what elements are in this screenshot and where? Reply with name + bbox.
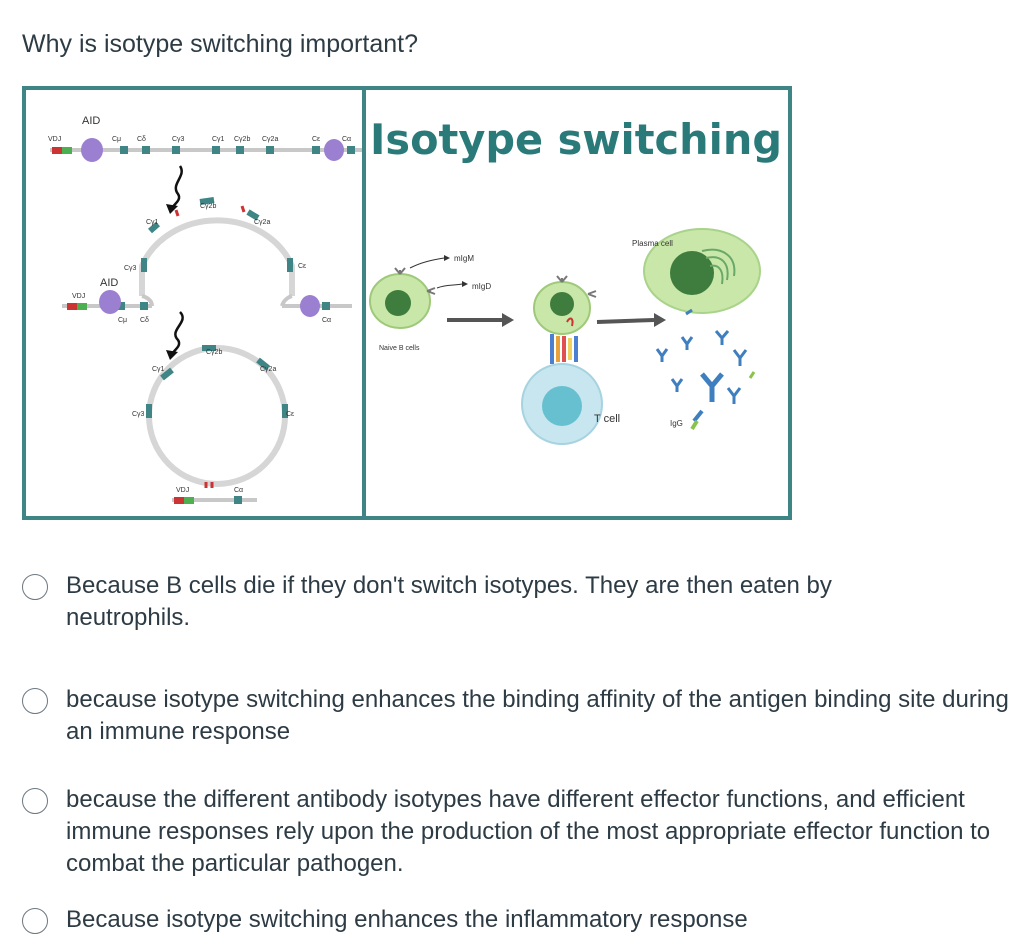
excision-loop bbox=[139, 217, 295, 296]
left-panel-frame bbox=[22, 86, 366, 520]
aid-enzyme-top bbox=[81, 138, 103, 162]
radio-button[interactable] bbox=[22, 788, 48, 814]
gene-label: Cγ1 bbox=[212, 136, 225, 143]
mid-gene-label: Cδ bbox=[140, 317, 149, 324]
answer-option-4[interactable]: Because isotype switching enhances the i… bbox=[22, 904, 966, 936]
label-plasma-cell: Plasma cell bbox=[632, 239, 673, 248]
loop-label: Cε bbox=[298, 263, 306, 270]
gene-label: Cμ bbox=[112, 136, 121, 143]
top-gene-strand bbox=[50, 138, 362, 162]
loop-label: Cγ1 bbox=[146, 219, 159, 226]
aid-enzyme-right bbox=[324, 139, 344, 161]
igg-antibodies bbox=[655, 308, 756, 431]
radio-button[interactable] bbox=[22, 908, 48, 934]
isotype-switching-figure: AID VDJ Cμ Cδ Cγ3 Cγ1 Cγ2b Cγ2a Cε Cα Cγ… bbox=[22, 86, 792, 520]
mid-gene-label: Cμ bbox=[118, 317, 127, 324]
radio-button[interactable] bbox=[22, 574, 48, 600]
aid-enzyme-mid-right bbox=[300, 295, 320, 317]
gene-label: Cγ2a bbox=[262, 136, 278, 143]
circle-label: Cγ1 bbox=[152, 366, 165, 373]
label-t-cell: T cell bbox=[594, 413, 620, 425]
switch-arrow-1 bbox=[170, 165, 183, 209]
aid-enzyme-mid bbox=[99, 290, 121, 314]
radio-button[interactable] bbox=[22, 688, 48, 714]
answer-text: Because isotype switching enhances the i… bbox=[66, 906, 748, 933]
label-naive-b-cells: Naive B cells bbox=[379, 345, 420, 352]
gene-label: Cγ3 bbox=[172, 136, 185, 143]
circle-label: Cε bbox=[286, 411, 294, 418]
gene-label: Cα bbox=[342, 136, 351, 143]
circle-label: Cγ2b bbox=[206, 349, 222, 356]
circle-label: Cγ2a bbox=[260, 366, 276, 373]
label-vdj-top: VDJ bbox=[48, 136, 61, 143]
question-text: Why is isotype switching important? bbox=[22, 30, 418, 58]
switch-arrow-2 bbox=[170, 311, 184, 355]
naive-b-cell-nucleus bbox=[385, 290, 411, 316]
answer-text: because the different antibody isotypes … bbox=[66, 786, 991, 877]
answer-option-1[interactable]: Because B cells die if they don't switch… bbox=[22, 570, 946, 634]
bottom-label: VDJ bbox=[176, 487, 189, 494]
bottom-label: Cα bbox=[234, 487, 243, 494]
gene-label: Cδ bbox=[137, 136, 146, 143]
circle-label: Cγ3 bbox=[132, 411, 145, 418]
loop-label: Cγ2b bbox=[200, 203, 216, 210]
gene-label: Cε bbox=[312, 136, 320, 143]
figure-title: Isotype switching bbox=[370, 115, 782, 164]
answer-option-2[interactable]: because isotype switching enhances the b… bbox=[22, 684, 1016, 748]
label-igg: IgG bbox=[670, 419, 683, 428]
label-aid-top: AID bbox=[82, 115, 100, 127]
mid-gene-label: Cα bbox=[322, 317, 331, 324]
answer-text: Because B cells die if they don't switch… bbox=[66, 572, 832, 631]
label-migm: mIgM bbox=[454, 254, 474, 263]
gene-label: Cγ2b bbox=[234, 136, 250, 143]
loop-label: Cγ3 bbox=[124, 265, 137, 272]
answer-option-3[interactable]: because the different antibody isotypes … bbox=[22, 784, 1006, 880]
label-migd: mIgD bbox=[472, 282, 491, 291]
label-aid-mid: AID bbox=[100, 277, 118, 289]
loop-label: Cγ2a bbox=[254, 219, 270, 226]
answer-text: because isotype switching enhances the b… bbox=[66, 686, 1009, 745]
label-vdj-mid: VDJ bbox=[72, 293, 85, 300]
